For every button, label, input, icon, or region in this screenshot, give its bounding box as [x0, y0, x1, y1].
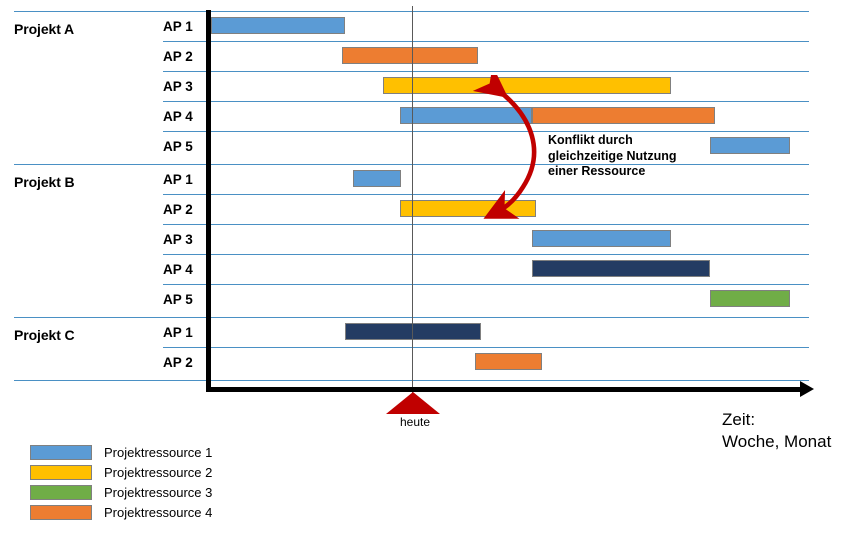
- task-row-separator-line: [163, 131, 809, 132]
- conflict-annotation-text: Konflikt durch gleichzeitige Nutzung ein…: [548, 133, 677, 178]
- task-row-separator-line: [163, 194, 809, 195]
- task-row-separator-line: [163, 254, 809, 255]
- today-marker-triangle-icon: [386, 392, 440, 414]
- task-row-separator-line: [163, 71, 809, 72]
- legend-color-swatch: [30, 485, 92, 500]
- task-label: AP 4: [163, 109, 193, 124]
- task-label: AP 1: [163, 172, 193, 187]
- gantt-bar[interactable]: [211, 17, 345, 34]
- project-separator-line: [14, 11, 809, 12]
- legend-color-swatch: [30, 465, 92, 480]
- project-separator-line: [14, 317, 809, 318]
- today-line: [412, 6, 413, 406]
- task-row-separator-line: [163, 101, 809, 102]
- legend: Projektressource 1 Projektressource 2 Proj…: [30, 444, 212, 524]
- task-label: AP 3: [163, 232, 193, 247]
- project-label-3: Projekt C: [14, 327, 75, 343]
- legend-color-swatch: [30, 505, 92, 520]
- gantt-bar[interactable]: [532, 107, 715, 124]
- legend-label: Projektressource 3: [104, 485, 213, 500]
- task-label: AP 1: [163, 325, 193, 340]
- legend-color-swatch: [30, 445, 92, 460]
- legend-item-3[interactable]: Projektressource 3: [30, 484, 212, 501]
- legend-label: Projektressource 4: [104, 505, 213, 520]
- legend-item-4[interactable]: Projektressource 4: [30, 504, 212, 521]
- y-axis: [206, 10, 211, 391]
- project-separator-line: [14, 380, 809, 381]
- task-label: AP 2: [163, 49, 193, 64]
- task-label: AP 3: [163, 79, 193, 94]
- today-label: heute: [399, 415, 431, 429]
- project-label-1: Projekt A: [14, 21, 75, 37]
- gantt-bar[interactable]: [383, 77, 671, 94]
- gantt-bar[interactable]: [710, 290, 790, 307]
- task-label: AP 2: [163, 202, 193, 217]
- gantt-bar[interactable]: [710, 137, 790, 154]
- task-label: AP 1: [163, 19, 193, 34]
- gantt-bar[interactable]: [345, 323, 481, 340]
- task-label: AP 5: [163, 139, 193, 154]
- task-row-separator-line: [163, 224, 809, 225]
- x-axis: [206, 387, 806, 392]
- gantt-bar[interactable]: [475, 353, 542, 370]
- project-separator-line: [14, 164, 809, 165]
- task-label: AP 5: [163, 292, 193, 307]
- legend-item-1[interactable]: Projektressource 1: [30, 444, 212, 461]
- gantt-bar[interactable]: [532, 230, 671, 247]
- task-row-separator-line: [163, 347, 809, 348]
- gantt-bar[interactable]: [400, 200, 536, 217]
- legend-label: Projektressource 2: [104, 465, 213, 480]
- legend-label: Projektressource 1: [104, 445, 213, 460]
- time-axis-caption: Zeit: Woche, Monat: [722, 410, 832, 451]
- gantt-bar[interactable]: [342, 47, 478, 64]
- gantt-bar[interactable]: [532, 260, 710, 277]
- task-row-separator-line: [163, 41, 809, 42]
- legend-item-2[interactable]: Projektressource 2: [30, 464, 212, 481]
- gantt-bar[interactable]: [400, 107, 532, 124]
- task-row-separator-line: [163, 284, 809, 285]
- x-axis-arrow-icon: [800, 381, 814, 397]
- project-label-2: Projekt B: [14, 174, 75, 190]
- gantt-bar[interactable]: [353, 170, 401, 187]
- task-label: AP 2: [163, 355, 193, 370]
- task-label: AP 4: [163, 262, 193, 277]
